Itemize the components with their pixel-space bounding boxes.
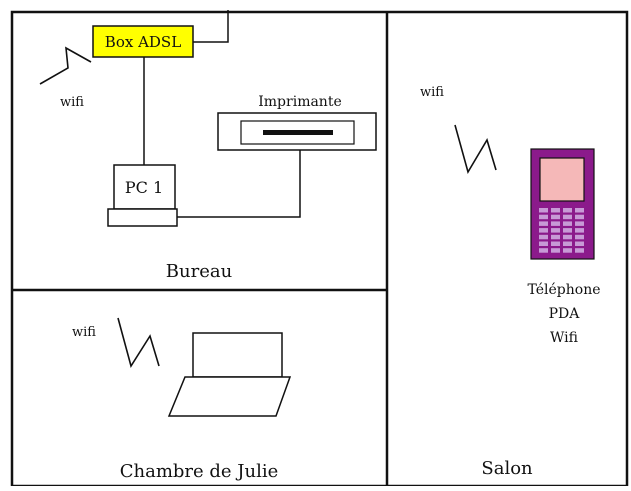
box-adsl: Box ADSL	[92, 25, 194, 58]
wifi-label-salon: wifi	[420, 85, 444, 100]
pc-1: PC 1	[107, 164, 178, 227]
laptop-keyboard	[167, 376, 292, 417]
phone-label-line-1: Téléphone	[527, 282, 600, 298]
wifi-signal-icon	[117, 317, 160, 368]
phone-key	[575, 241, 584, 246]
phone-key	[551, 214, 560, 220]
phone-key	[563, 228, 572, 233]
phone-screen	[539, 157, 585, 202]
phone-key	[575, 214, 584, 220]
wifi-signal-icon	[454, 124, 497, 175]
phone-keypad	[539, 208, 584, 253]
phone-key	[539, 234, 548, 240]
phone-key	[575, 221, 584, 226]
box-adsl-body	[92, 25, 194, 58]
phone-key	[563, 214, 572, 220]
phone-key	[563, 248, 572, 253]
wifi-label-chambre: wifi	[72, 325, 96, 340]
adsl-line	[193, 10, 229, 43]
phone-key	[539, 248, 548, 253]
phone-key	[551, 241, 560, 246]
phone-key	[575, 228, 584, 233]
phone-key	[539, 208, 548, 213]
phone-key	[551, 234, 560, 240]
phone-key	[575, 208, 584, 213]
printer-label: Imprimante	[258, 94, 342, 110]
box-adsl-label: Box ADSL	[105, 33, 181, 51]
room-label-salon: Salon	[481, 458, 533, 479]
phone-key	[563, 234, 572, 240]
laptop	[167, 332, 292, 417]
phone-key	[551, 221, 560, 226]
pc-printer-cable	[177, 150, 301, 218]
phone-key	[575, 234, 584, 240]
printer-slot	[263, 130, 333, 135]
phone-key	[563, 221, 572, 226]
phone-label-line-2: PDA	[549, 306, 581, 322]
phone-key	[551, 248, 560, 253]
phone-key	[551, 228, 560, 233]
pc-base	[107, 208, 178, 227]
room-label-chambre: Chambre de Julie	[120, 461, 279, 482]
room-label-bureau: Bureau	[166, 261, 232, 282]
laptop-screen	[192, 332, 283, 378]
printer: Imprimante	[217, 94, 377, 151]
phone-key	[539, 241, 548, 246]
phone-key	[539, 228, 548, 233]
pc-label: PC 1	[125, 178, 163, 197]
wifi-signal-icon	[39, 46, 92, 85]
wifi-label-bureau: wifi	[60, 95, 84, 110]
phone-key	[575, 248, 584, 253]
phone-key	[539, 221, 548, 226]
phone-key	[563, 208, 572, 213]
phone-key	[539, 214, 548, 220]
phone-key	[563, 241, 572, 246]
phone-key	[551, 208, 560, 213]
phone-label-line-3: Wifi	[550, 330, 579, 346]
phone-pda	[530, 148, 595, 260]
